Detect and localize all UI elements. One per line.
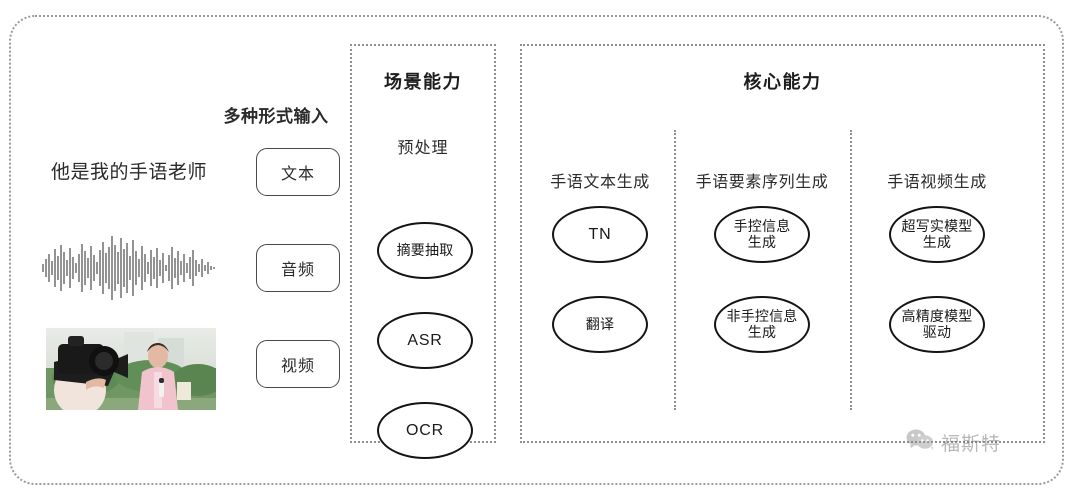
watermark: 福斯特 xyxy=(905,428,1001,457)
scene-node-asr[interactable]: ASR xyxy=(377,312,473,369)
core-column-sign-video-generation: 手语视频生成 超写实模型生成 高精度模型驱动 xyxy=(852,46,1022,441)
scene-node-ocr[interactable]: OCR xyxy=(377,402,473,459)
outer-frame xyxy=(9,15,1064,485)
modality-button-audio[interactable]: 音频 xyxy=(256,244,340,292)
core-column-sign-text-generation: 手语文本生成 TN 翻译 xyxy=(526,46,674,441)
core-section-title: 核心能力 xyxy=(743,72,822,92)
scene-section-title: 场景能力 xyxy=(384,72,462,92)
modality-button-video[interactable]: 视频 xyxy=(256,340,340,388)
core-column-group: 手语文本生成 TN 翻译 手语要素序列生成 手控信息生成 非手控信息生成 手语视… xyxy=(522,46,1043,441)
core-capability-section: 核心能力 手语文本生成 TN 翻译 手语要素序列生成 手控信息生成 非手控信息生… xyxy=(520,44,1045,443)
video-thumbnail-icon xyxy=(46,328,216,410)
core-node-tn[interactable]: TN xyxy=(552,206,648,263)
core-node-high-precision-model-driving[interactable]: 高精度模型驱动 xyxy=(889,296,985,353)
core-column-sign-element-sequence-generation: 手语要素序列生成 手控信息生成 非手控信息生成 xyxy=(676,46,848,441)
core-node-non-manual-feature-generation[interactable]: 非手控信息生成 xyxy=(714,296,810,353)
wechat-icon xyxy=(905,428,935,457)
core-column-title-sign-element-sequence-generation: 手语要素序列生成 xyxy=(695,174,829,191)
scene-capability-section: 场景能力 预处理 摘要抽取 ASR OCR xyxy=(350,44,496,459)
core-node-translation[interactable]: 翻译 xyxy=(552,296,648,353)
core-column-divider-1 xyxy=(674,130,676,410)
input-panel-heading: 多种形式输入 xyxy=(223,107,329,126)
core-column-title-sign-video-generation: 手语视频生成 xyxy=(887,174,987,191)
input-panel: 多种形式输入 他是我的手语老师 xyxy=(30,90,340,420)
core-column-divider-2 xyxy=(850,130,852,410)
scene-node-summary-extraction[interactable]: 摘要抽取 xyxy=(377,222,473,279)
scene-section-subtitle: 预处理 xyxy=(397,140,449,157)
modality-button-text[interactable]: 文本 xyxy=(256,148,340,196)
core-node-manual-feature-generation[interactable]: 手控信息生成 xyxy=(714,206,810,263)
waveform-icon xyxy=(38,232,218,304)
core-column-title-sign-text-generation: 手语文本生成 xyxy=(550,174,650,191)
watermark-text: 福斯特 xyxy=(941,434,1002,455)
core-node-photorealistic-model-generation[interactable]: 超写实模型生成 xyxy=(889,206,985,263)
sample-input-text: 他是我的手语老师 xyxy=(50,162,207,183)
